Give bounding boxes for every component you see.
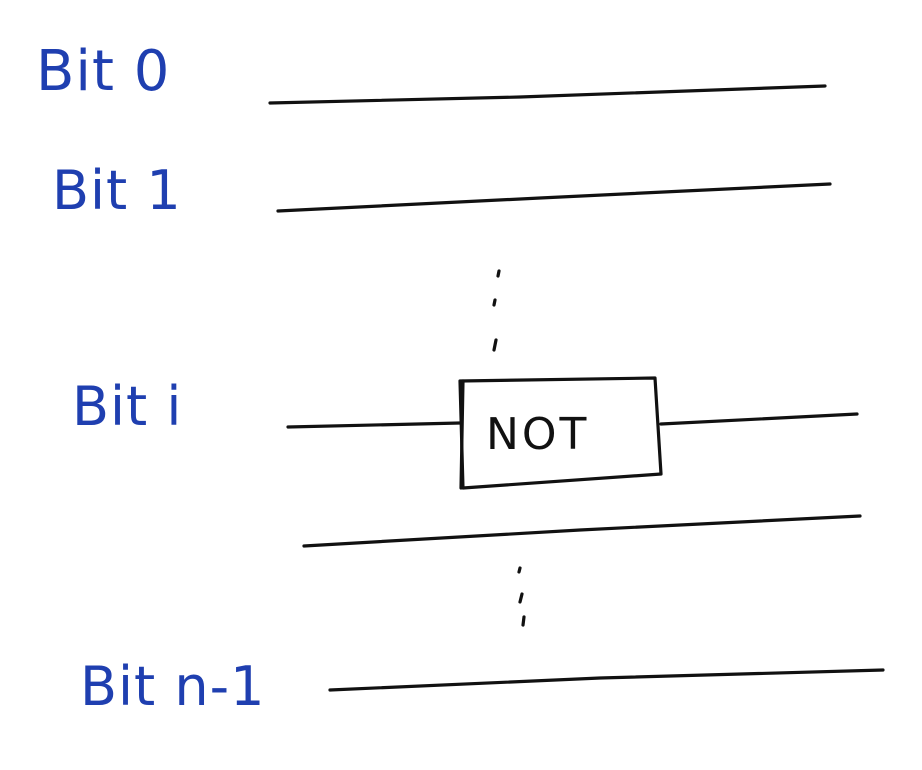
wire-unlabeled <box>302 514 862 548</box>
ellipsis-dot-upper-2 <box>492 298 497 307</box>
label-bit-i: Bit i <box>72 375 183 438</box>
ellipsis-dot-lower-3 <box>521 615 526 627</box>
wire-bit-i-in <box>286 421 462 429</box>
label-bit-0: Bit 0 <box>36 39 171 104</box>
ellipsis-dot-upper-3 <box>492 338 498 352</box>
label-bit-1: Bit 1 <box>52 159 182 222</box>
ellipsis-dot-lower-1 <box>517 566 522 574</box>
not-gate-label: NOT <box>486 409 590 460</box>
wire-bit-0 <box>268 84 827 105</box>
wire-bit-n-1 <box>328 668 885 692</box>
ellipsis-dot-upper-1 <box>496 269 501 278</box>
label-bit-n-1: Bit n-1 <box>80 655 266 718</box>
wire-bit-1 <box>276 182 832 213</box>
ellipsis-dot-lower-2 <box>518 592 524 604</box>
wire-bit-i-out <box>659 412 859 426</box>
not-gate-box-tail <box>459 379 465 490</box>
